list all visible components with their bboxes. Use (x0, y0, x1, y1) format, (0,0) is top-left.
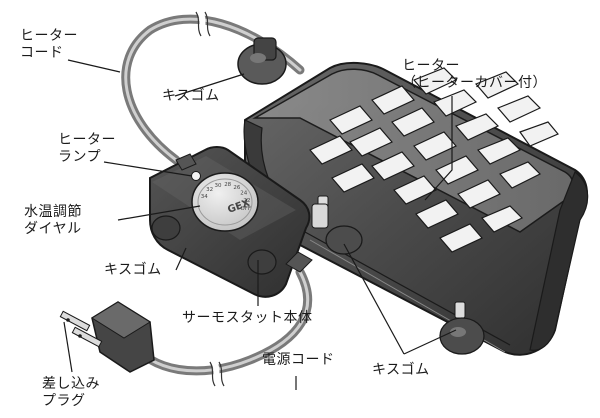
dial-scale-label: 24 (240, 191, 247, 197)
label-plug: 差し込み プラグ (42, 376, 100, 409)
label-power-cord: 電源コード (262, 352, 335, 368)
leader-plug (63, 321, 73, 373)
leader-suction-cup-left (175, 247, 187, 271)
label-heater: ヒーター （ヒーターカバー付） (402, 58, 547, 91)
label-temp-dial: 水温調節 ダイヤル (24, 204, 82, 237)
heater-unit (243, 62, 589, 356)
suction-cup-heater-left (311, 203, 363, 255)
label-heater-cord: ヒーター コード (20, 28, 78, 61)
dial-scale-label: 30 (215, 183, 222, 189)
leader-suction-cup-top (174, 73, 245, 97)
leader-heater-cord (67, 59, 121, 73)
dial-scale-label: OFF (240, 206, 251, 212)
label-suction-cup-bottom: キスゴム (372, 362, 430, 378)
label-heater-lamp: ヒーター ランプ (58, 132, 116, 165)
leader-temp-dial (117, 205, 201, 221)
leader-suction-bottom-a (343, 243, 405, 355)
label-suction-cup-left: キスゴム (104, 262, 162, 278)
suction-cup-heater-right (439, 317, 485, 355)
suction-cup-thermostat-left (151, 215, 181, 241)
dial-scale-label: 32 (206, 187, 213, 193)
dial-scale-label: 26 (233, 185, 240, 191)
dial-scale-label: 28 (224, 182, 231, 188)
heater-lamp (191, 171, 201, 181)
dial-scale-label: 22 (243, 198, 250, 204)
suction-cup-thermostat-right (247, 249, 277, 275)
leader-heater (424, 96, 453, 201)
label-thermostat-body: サーモスタット本体 (182, 310, 313, 326)
leader-heater-lamp (103, 161, 193, 177)
suction-cup-top (237, 37, 287, 85)
leader-suction-bottom-b (403, 329, 457, 355)
dial-scale-label: 34 (201, 194, 208, 200)
plug (59, 301, 155, 373)
label-suction-cup-top: キスゴム (162, 88, 220, 104)
